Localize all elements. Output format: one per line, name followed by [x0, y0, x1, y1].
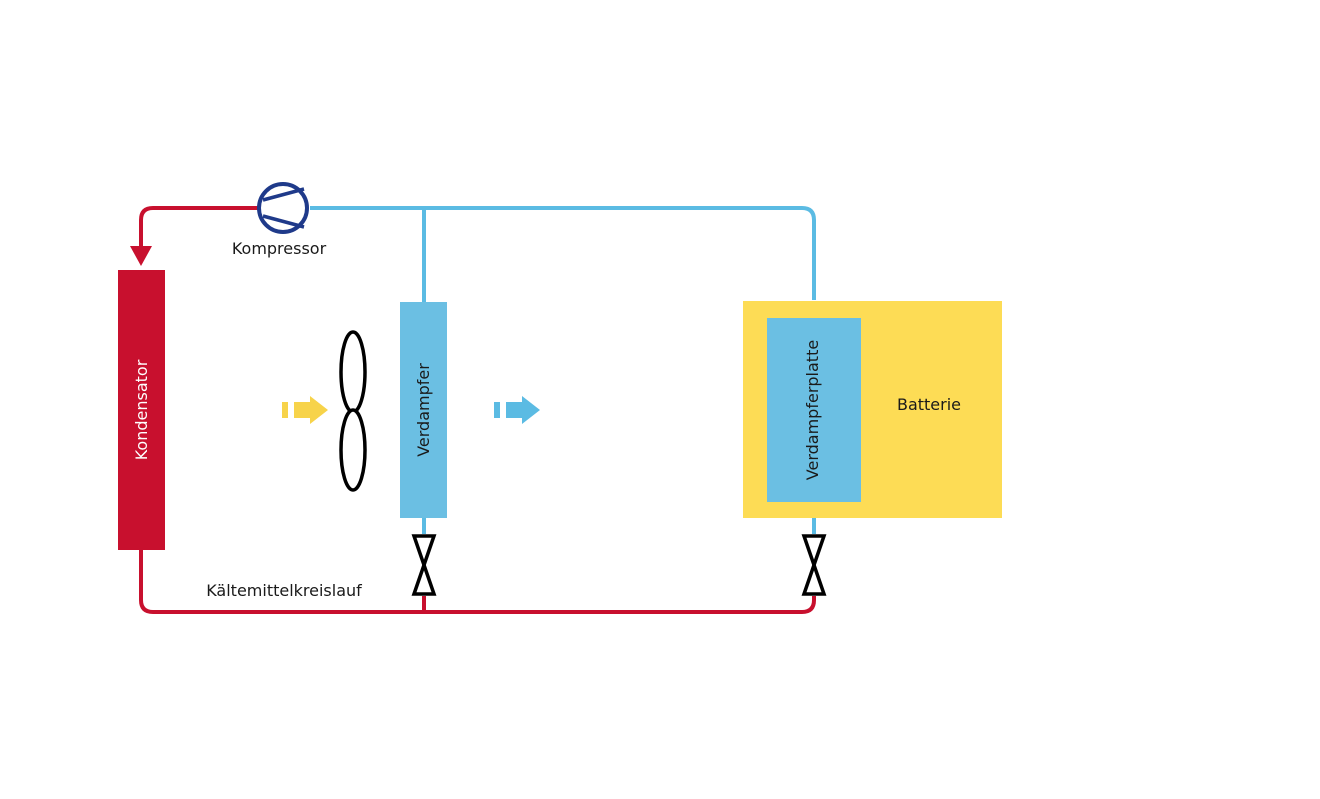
- flow-arrowhead-down: [130, 246, 152, 266]
- battery-label: Batterie: [897, 395, 961, 414]
- refrigerant-circuit-label: Kältemittelkreislauf: [206, 581, 362, 600]
- expansion-valve-icon: [411, 534, 437, 596]
- evaporator-label: Verdampfer: [414, 363, 433, 457]
- condenser-block: [118, 270, 165, 550]
- pipe-suction-top: [310, 206, 816, 300]
- fan-icon: [339, 330, 367, 492]
- expansion-valve-icon: [801, 534, 827, 596]
- hot-refrigerant-lines: [139, 206, 816, 614]
- evaporator-plate-label: Verdampferplatte: [803, 340, 822, 480]
- compressor-icon: [257, 182, 309, 234]
- warm-air-arrow-icon: [282, 396, 328, 424]
- cool-air-arrow-icon: [494, 396, 540, 424]
- condenser-label: Kondensator: [132, 359, 151, 460]
- compressor-label: Kompressor: [232, 239, 327, 258]
- pipe-compressor-to-condenser: [139, 206, 258, 248]
- evaporator-plate-block: [767, 318, 861, 502]
- evaporator-block: [400, 302, 447, 518]
- cold-refrigerant-lines: [310, 206, 816, 534]
- pipe-condenser-bottom-return: [139, 548, 816, 614]
